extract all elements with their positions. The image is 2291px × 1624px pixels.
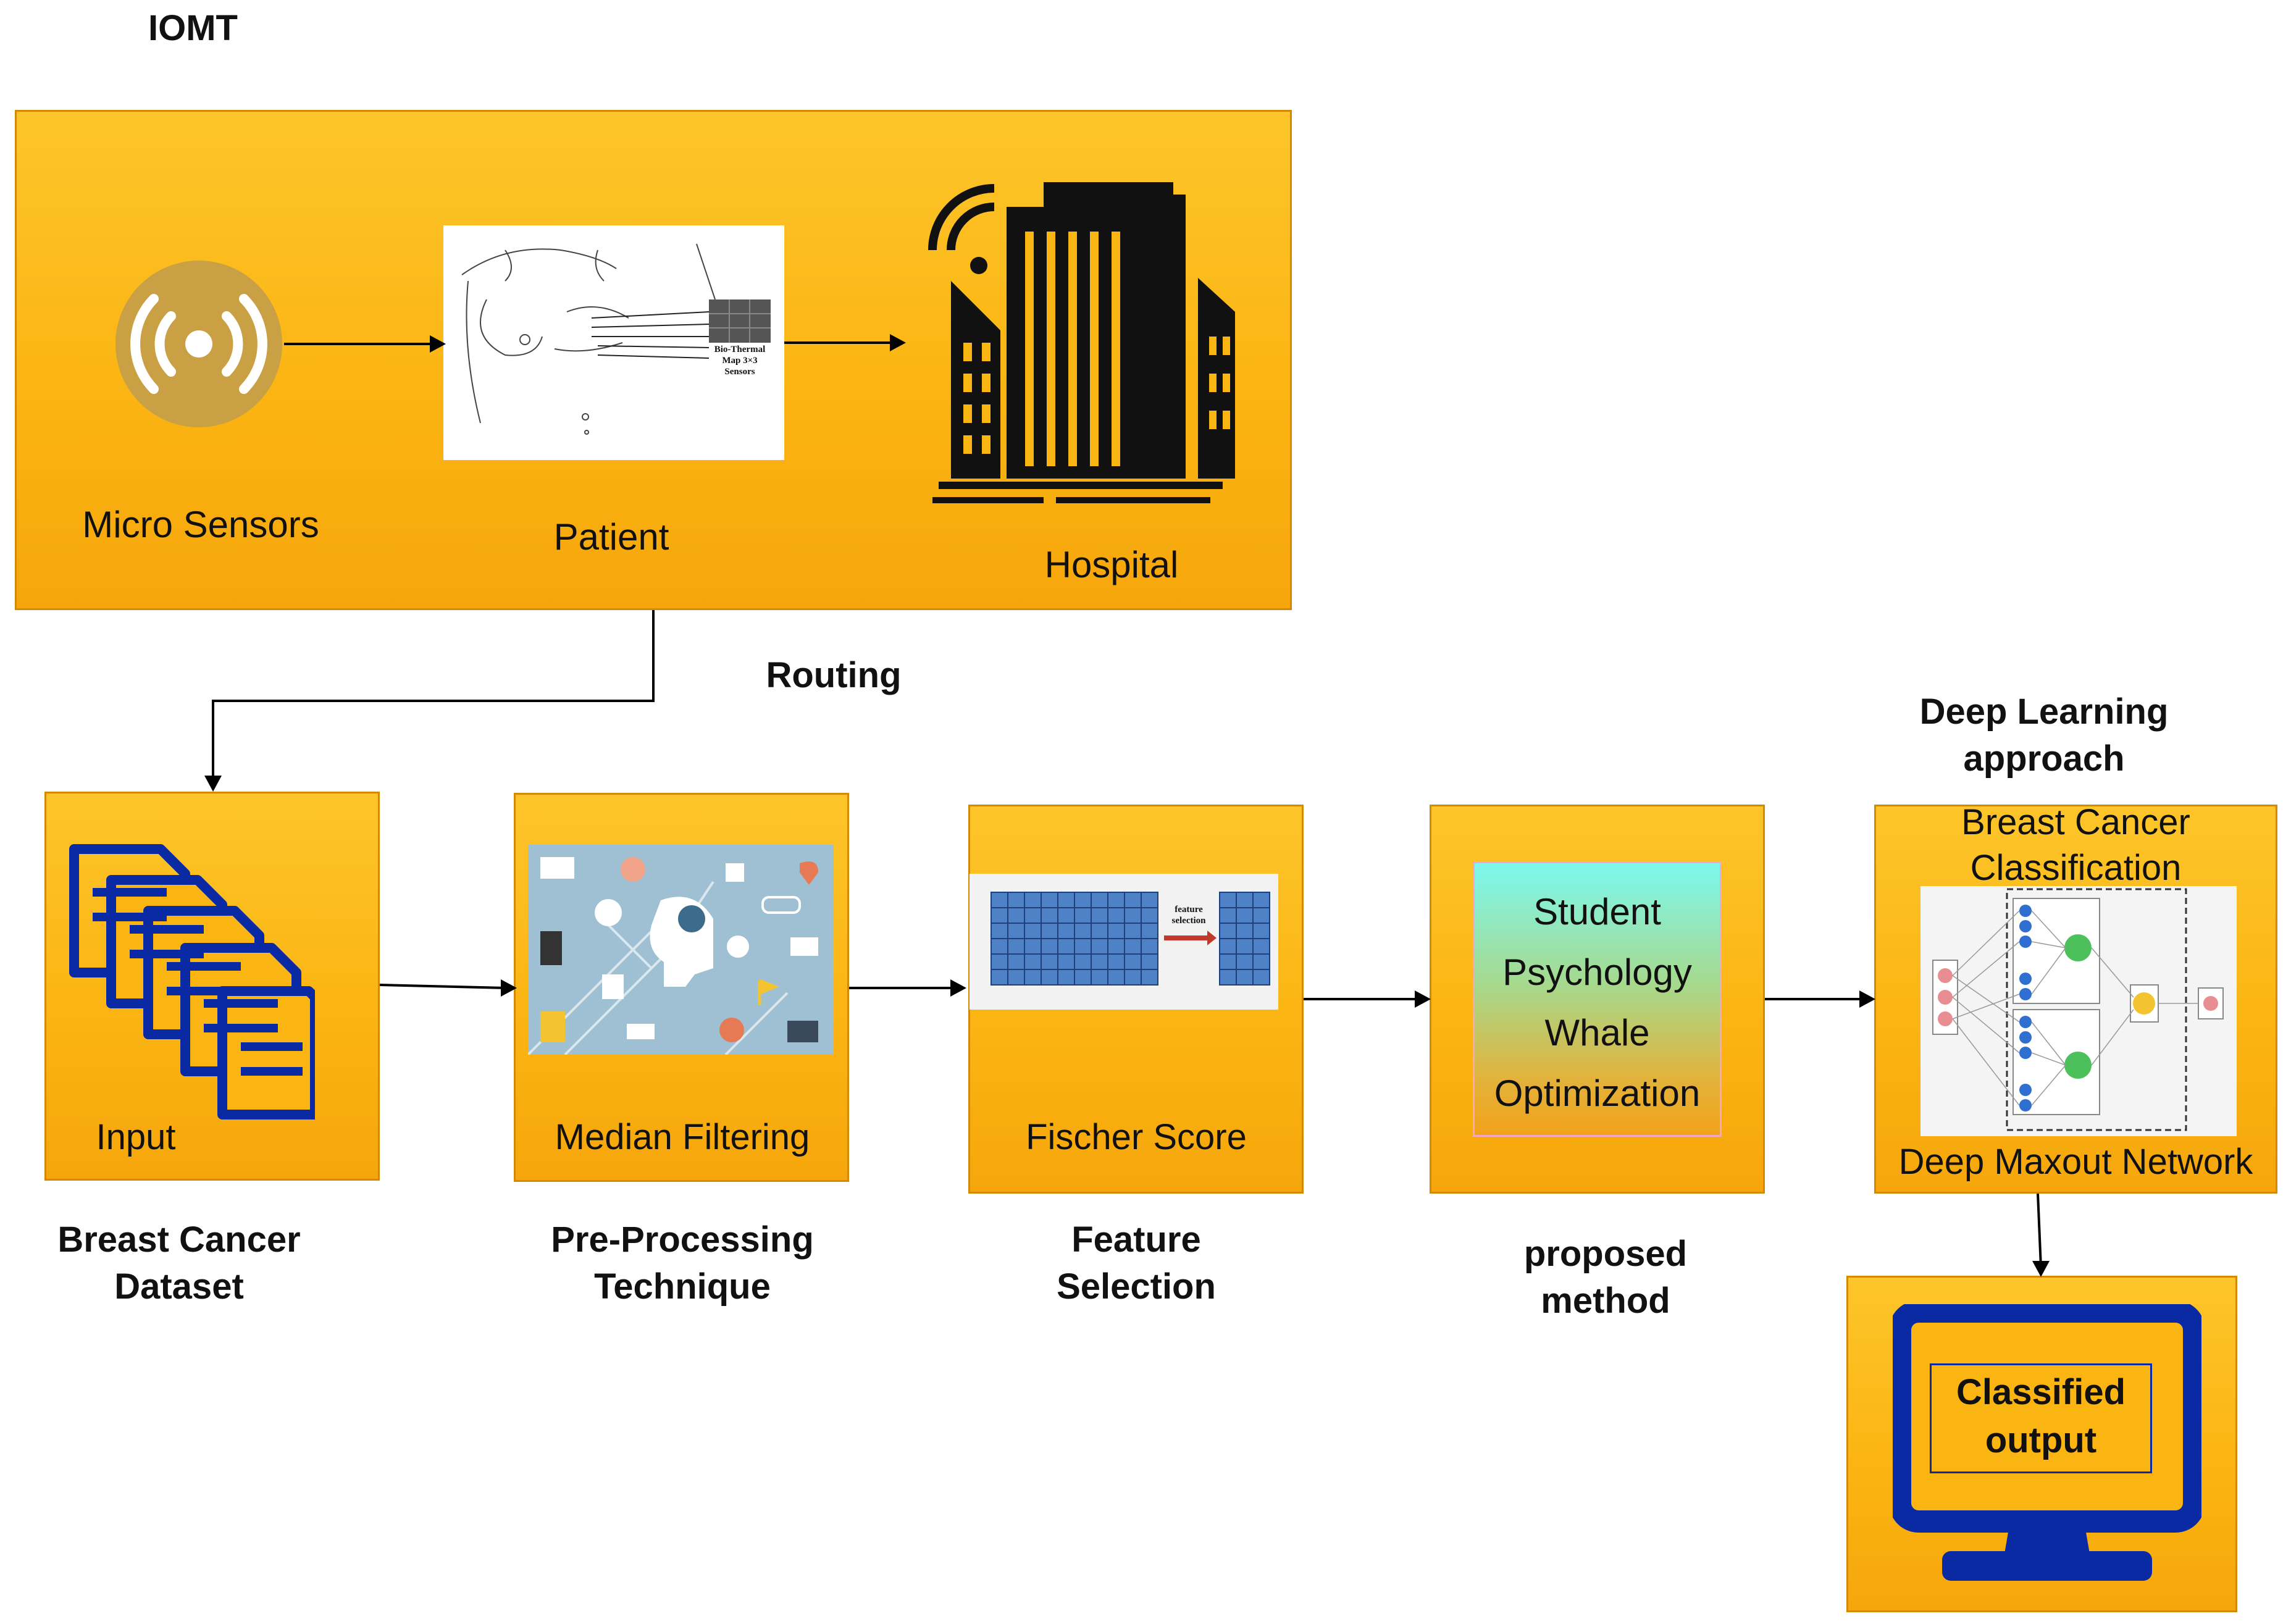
patient-image: Bio-Thermal Map 3×3 Sensors [443, 225, 784, 460]
preprocessing-image [527, 845, 834, 1056]
feature-selection-image: feature selection [970, 874, 1278, 1010]
arrow-routing [212, 610, 655, 781]
median-filtering-label: Median Filtering [555, 1117, 810, 1157]
arrow-input-to-median [379, 984, 507, 989]
patient-label: Patient [553, 516, 669, 558]
micro-sensor-icon [114, 259, 284, 429]
micro-sensors-label: Micro Sensors [82, 504, 319, 545]
maxout-network-image [1920, 886, 2237, 1136]
proposed-caption: proposed method [1523, 1234, 1688, 1321]
feature-selection-text-1: feature [1175, 905, 1203, 915]
hospital-icon [914, 176, 1247, 509]
deep-maxout-network-label: Deep Maxout Network [1898, 1142, 2253, 1182]
proposed-method-text: Student Psychology Whale Optimization [1494, 891, 1701, 1114]
arrow-classification-to-output [2037, 1193, 2042, 1268]
feature-selection-text-2: selection [1172, 916, 1207, 926]
sensor-caption-1: Bio-Thermal [714, 345, 766, 354]
sensor-caption-2: Map 3×3 [722, 356, 757, 366]
classification-top-label: Breast Cancer Classification [1961, 802, 2190, 888]
input-caption: Breast Cancer Dataset [57, 1220, 301, 1307]
classified-output-label: Classified output [1956, 1372, 2126, 1460]
optimization-panel [1473, 861, 1722, 1137]
input-label: Input [96, 1117, 176, 1157]
classified-output-frame [1930, 1363, 2152, 1473]
deep-learning-heading: Deep Learning approach [1919, 692, 2169, 779]
hospital-label: Hospital [1044, 544, 1179, 585]
median-caption: Pre-Processing Technique [551, 1220, 814, 1307]
documents-icon [68, 843, 320, 1127]
sensor-caption-3: Sensors [724, 367, 755, 377]
fischer-caption: Feature Selection [1057, 1220, 1216, 1307]
routing-label: Routing [766, 655, 902, 695]
fischer-score-label: Fischer Score [1026, 1117, 1247, 1157]
iomt-title: IOMT [148, 8, 238, 48]
